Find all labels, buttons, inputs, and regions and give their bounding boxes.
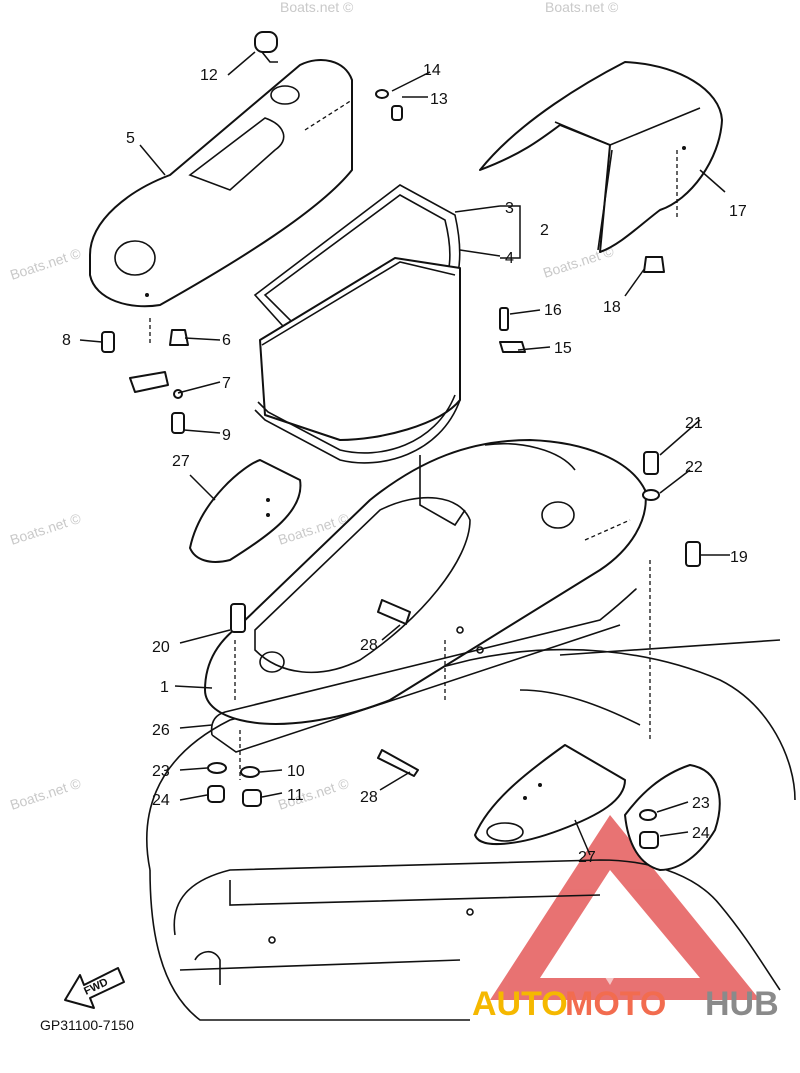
- callout-20: 20: [152, 639, 170, 656]
- callout-8: 8: [62, 332, 71, 349]
- callout-24: 24: [152, 792, 170, 809]
- watermark: Boats.net ©: [8, 245, 83, 283]
- part-26-panel: [474, 744, 626, 846]
- callout-18: 18: [603, 299, 621, 316]
- part-4-gasket: [254, 394, 461, 464]
- callout-13: 13: [430, 91, 448, 108]
- callout-28: 28: [360, 637, 378, 654]
- rear-pod: [624, 764, 721, 871]
- leader-lines: [79, 51, 730, 856]
- hull-outline: [146, 639, 796, 1021]
- callout-2: 2: [540, 222, 549, 239]
- callout-7: 7: [222, 375, 231, 392]
- part-12-knob: [254, 31, 278, 63]
- callout-12: 12: [200, 67, 218, 84]
- callout-labels: 12 14 13 5 3 2 4 17 16 15 18 8 6 7 9 27 …: [62, 62, 748, 866]
- callout-26: 27: [578, 849, 596, 866]
- callout-15: 15: [554, 340, 572, 357]
- hardware: [101, 256, 701, 849]
- callout-9: 9: [222, 427, 231, 444]
- callout-25: 26: [152, 722, 170, 739]
- fwd-arrow-icon: FWD: [64, 967, 125, 1009]
- callout-27: 27: [172, 453, 190, 470]
- logo-text-moto: MOTO: [565, 985, 666, 1023]
- part-1-deck: [204, 439, 647, 725]
- watermark: Boats.net ©: [8, 510, 83, 548]
- callout-28: 28: [360, 789, 378, 806]
- callout-24: 24: [692, 825, 710, 842]
- part-27-panel: [189, 459, 302, 563]
- callout-23: 23: [152, 763, 170, 780]
- callout-1: 1: [160, 679, 169, 696]
- part-25-rail: [210, 588, 637, 753]
- callout-23: 23: [692, 795, 710, 812]
- logo-text-auto: AUTO: [472, 985, 568, 1023]
- watermark: Boats.net ©: [8, 775, 83, 813]
- callout-6: 6: [222, 332, 231, 349]
- callout-14: 14: [423, 62, 441, 79]
- logo-triangle: [490, 815, 760, 1000]
- assembly-lines: [149, 99, 678, 780]
- callout-5: 5: [126, 130, 135, 147]
- callout-3: 3: [505, 200, 514, 217]
- watermark: Boats.net ©: [545, 0, 619, 15]
- callout-19: 19: [730, 549, 748, 566]
- callout-10: 10: [287, 763, 305, 780]
- callout-16: 16: [544, 302, 562, 319]
- part-5-front-cover: [89, 59, 353, 308]
- diagram-code: GP31100-7150: [40, 1017, 134, 1033]
- callout-4: 4: [505, 250, 514, 267]
- part-2-storage-bin: [259, 257, 461, 441]
- logo-text-hub: HUB: [705, 985, 779, 1023]
- callout-22: 22: [685, 459, 703, 476]
- part-13-14-fasteners: [375, 89, 403, 121]
- part-17-rear-cover: [479, 61, 723, 253]
- watermark: Boats.net ©: [280, 0, 354, 15]
- callout-21: 21: [685, 415, 703, 432]
- callout-17: 17: [729, 203, 747, 220]
- callout-11: 11: [287, 787, 304, 804]
- logo: AUTO MOTO HUB: [472, 985, 779, 1023]
